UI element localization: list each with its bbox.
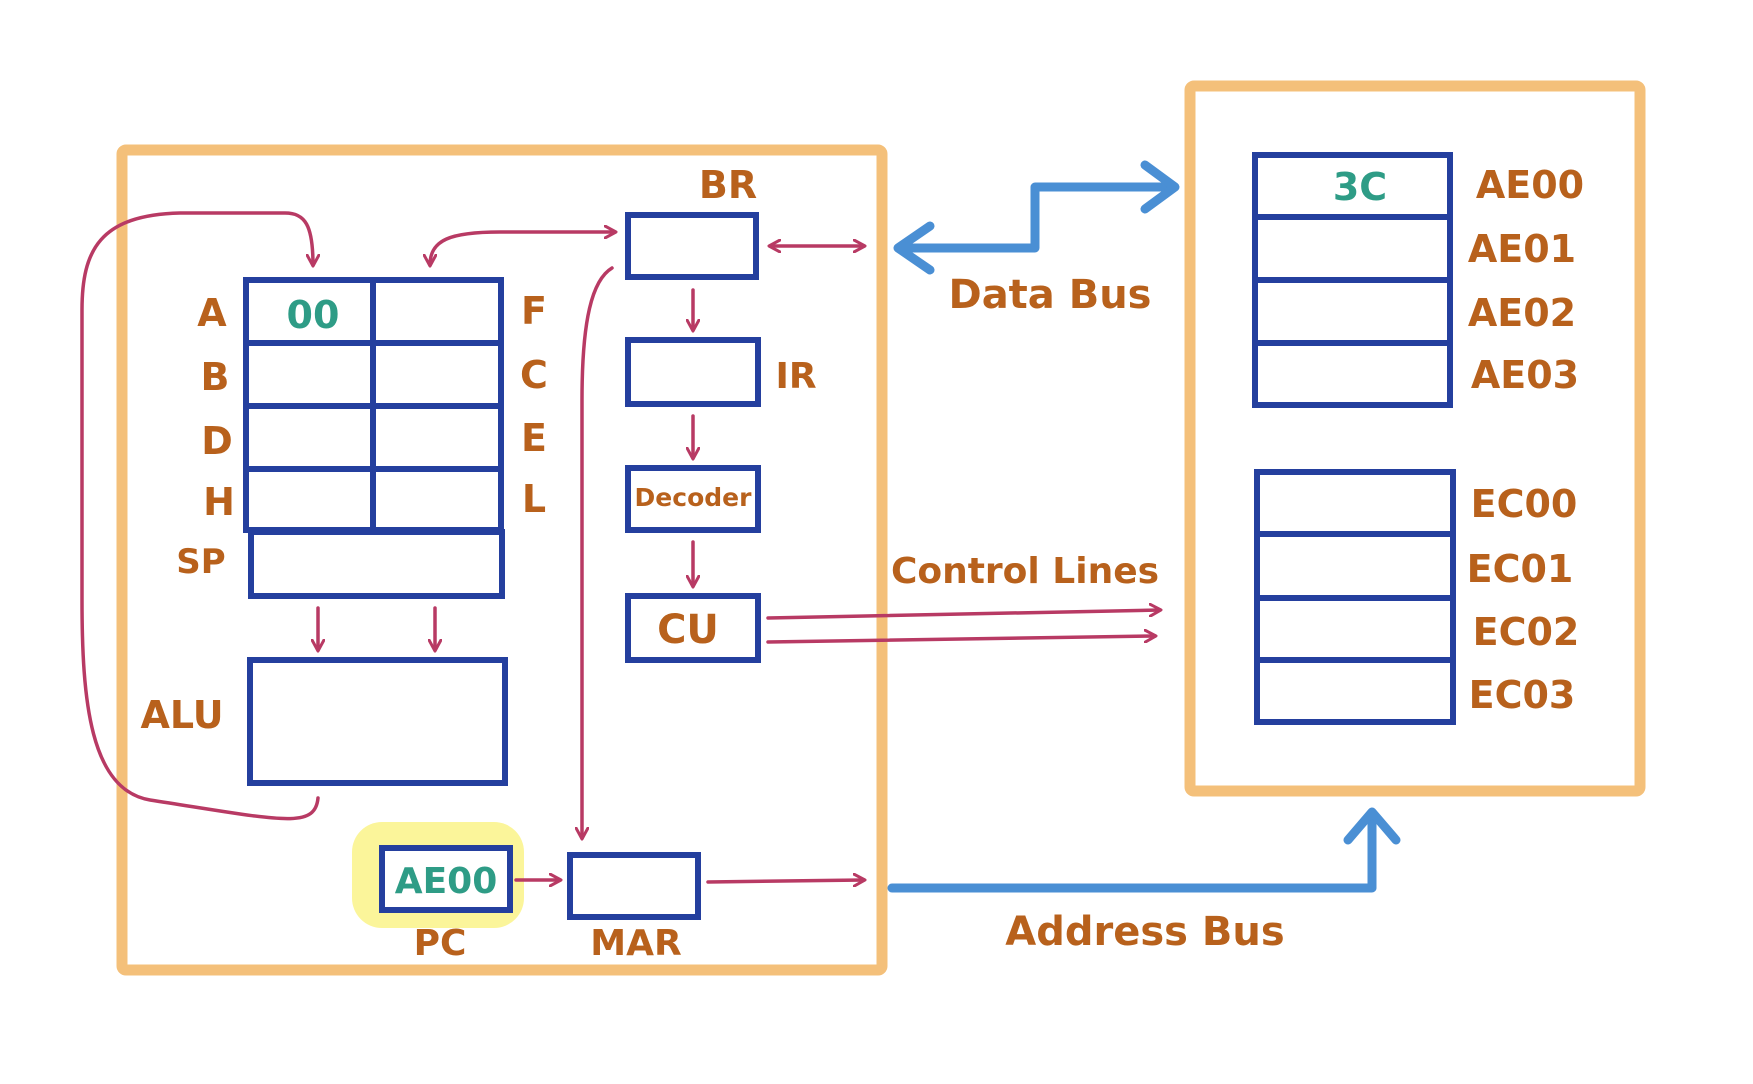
- memory-address: AE02: [1468, 291, 1576, 335]
- cu-box: [625, 593, 761, 663]
- mar-to-addressbus-wire: [706, 880, 864, 882]
- register-file: [243, 277, 505, 599]
- decoder-box: [625, 465, 761, 533]
- register-e-label: E: [521, 416, 547, 460]
- register-a-value: 00: [287, 293, 340, 337]
- alu-label: ALU: [140, 693, 223, 737]
- mar-register: [567, 852, 701, 920]
- br-register: [625, 212, 759, 280]
- br-label: BR: [699, 163, 757, 207]
- memory-address: EC02: [1473, 610, 1580, 654]
- data-bus-label: Data Bus: [948, 272, 1151, 318]
- control-line-1: [766, 610, 1160, 620]
- data-bus: [900, 182, 1175, 253]
- memory-address: EC03: [1469, 673, 1576, 717]
- ir-label: IR: [775, 356, 816, 397]
- data-bus-arrow-left: [893, 221, 935, 275]
- sp-register: [248, 529, 505, 599]
- memory-cell-value: 3C: [1333, 165, 1387, 209]
- register-f-label: F: [521, 289, 547, 333]
- alu-feedback-wire: [80, 211, 318, 821]
- pc-label: PC: [414, 923, 467, 964]
- register-a-label: A: [197, 291, 227, 335]
- br-to-mar-wire: [582, 266, 614, 838]
- alu-box: [247, 657, 508, 786]
- pc-register: [379, 845, 513, 913]
- mar-label: MAR: [590, 923, 681, 964]
- address-bus-label: Address Bus: [1005, 909, 1284, 955]
- control-line-2: [766, 636, 1155, 644]
- memory-block-1: [1252, 152, 1453, 408]
- address-bus-arrow: [1343, 807, 1401, 845]
- memory-address: AE01: [1468, 227, 1576, 271]
- cpu-frame: [116, 144, 888, 976]
- memory-address: EC00: [1471, 482, 1578, 526]
- cu-label: CU: [657, 607, 719, 653]
- register-b-label: B: [201, 355, 230, 399]
- register-d-label: D: [201, 419, 233, 463]
- register-l-label: L: [522, 477, 546, 521]
- memory-address: AE03: [1471, 353, 1579, 397]
- register-h-label: H: [203, 480, 235, 524]
- control-lines-label: Control Lines: [891, 551, 1159, 592]
- memory-address: EC01: [1467, 547, 1574, 591]
- memory-block-2: [1254, 469, 1456, 725]
- ir-register: [625, 337, 761, 407]
- decoder-label: Decoder: [635, 483, 753, 512]
- memory-address: AE00: [1476, 163, 1584, 207]
- register-sp-label: SP: [176, 542, 225, 582]
- memory-frame: [1184, 80, 1646, 797]
- address-bus: [887, 815, 1377, 893]
- br-regfile-wire: [430, 232, 615, 265]
- pc-value: AE00: [395, 861, 498, 902]
- data-bus-arrow-right: [1140, 160, 1180, 214]
- register-c-label: C: [520, 353, 548, 397]
